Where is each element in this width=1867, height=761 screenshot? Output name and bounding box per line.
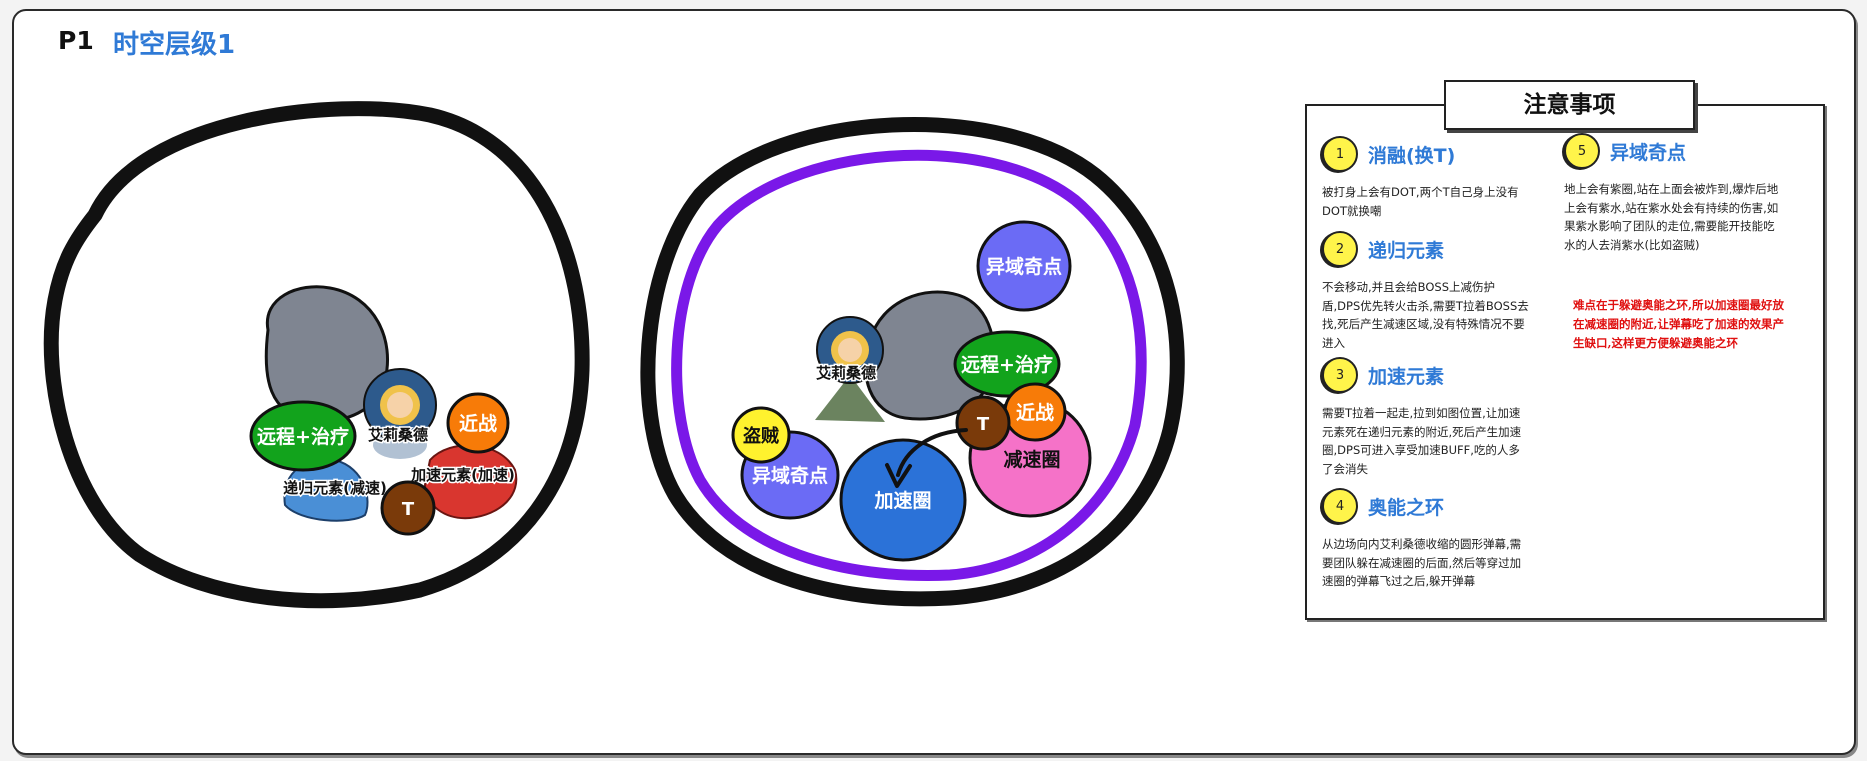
boss-portrait-left xyxy=(363,368,437,442)
note-title: 奥能之环 xyxy=(1368,496,1445,519)
haste-zone-marker xyxy=(839,438,967,562)
boss-label-left: 艾莉桑德 xyxy=(368,426,428,444)
slow-zone-label: 减速圈 xyxy=(1003,448,1060,471)
note-body: 被打身上会有DOT,两个T自己身上没有DOT就换嘲 xyxy=(1322,185,1519,218)
notes-title: 注意事项 xyxy=(1444,80,1695,130)
note-4: 4 奥能之环 从边场向内艾利桑德收缩的圆形弹幕,需要团队躲在减速圈的后面,然后等… xyxy=(1322,487,1530,591)
melee-label-right: 近战 xyxy=(1016,402,1054,424)
anomaly-top-marker xyxy=(976,220,1072,312)
tank-label-right: T xyxy=(977,414,990,435)
ranged-heal-marker-left xyxy=(249,400,357,472)
note-number-badge: 4 xyxy=(1322,488,1358,524)
note-2: 2 递归元素 不会移动,并且会给BOSS上减伤护盾,DPS优先转火击杀,需要T拉… xyxy=(1322,230,1530,352)
thief-marker xyxy=(731,406,791,464)
melee-label-left: 近战 xyxy=(459,413,497,435)
note-body: 不会移动,并且会给BOSS上减伤护盾,DPS优先转火击杀,需要T拉着BOSS去找… xyxy=(1322,280,1529,350)
note-1: 1 消融(换T) 被打身上会有DOT,两个T自己身上没有DOT就换嘲 xyxy=(1322,135,1530,220)
note-body: 从边场向内艾利桑德收缩的圆形弹幕,需要团队躲在减速圈的后面,然后等穿过加速圈的弹… xyxy=(1322,537,1522,588)
arena-right-ring xyxy=(640,116,1185,607)
note-3: 3 加速元素 需要T拉着一起走,拉到如图位置,让加速元素死在递归元素的附近,死后… xyxy=(1322,356,1530,478)
melee-marker-left xyxy=(446,392,510,454)
note-number-badge: 5 xyxy=(1564,133,1600,169)
ranged-heal-label-left: 远程+治疗 xyxy=(257,425,349,448)
tank-label-left: T xyxy=(402,499,415,520)
note-body: 地上会有紫圈,站在上面会被炸到,爆炸后地上会有紫水,站在紫水处会有持续的伤害,如… xyxy=(1564,182,1779,252)
return-element-label-left: 递归元素(减速) xyxy=(283,479,387,497)
notes-panel xyxy=(1305,104,1825,620)
note-body: 需要T拉着一起走,拉到如图位置,让加速元素死在递归元素的附近,死后产生加速圈,D… xyxy=(1322,406,1522,476)
note-title: 递归元素 xyxy=(1368,239,1445,262)
arena-right-purple-ring xyxy=(671,149,1147,581)
haste-move-arrow xyxy=(896,428,968,477)
section-label: P1 xyxy=(58,26,94,55)
note-5: 5 异域奇点 地上会有紫圈,站在上面会被炸到,爆炸后地上会有紫水,站在紫水处会有… xyxy=(1564,132,1786,254)
difficulty-warning: 难点在于躲避奥能之环,所以加速圈最好放在减速圈的附近,让弹幕吃了加速的效果产生缺… xyxy=(1573,298,1785,350)
note-number-badge: 1 xyxy=(1322,136,1358,172)
arena-left-ring xyxy=(43,101,590,609)
boss-portrait-right xyxy=(815,316,885,422)
thief-label: 盗贼 xyxy=(743,425,779,447)
ranged-heal-label-right: 远程+治疗 xyxy=(961,353,1053,376)
arena-left: 远程+治疗 艾莉桑德 近战 递归元素(减速) 加速元素(加速) T xyxy=(43,101,590,609)
tank-marker-left xyxy=(380,480,436,536)
ranged-heal-marker-right xyxy=(953,330,1061,398)
haste-zone-label: 加速圈 xyxy=(873,489,931,512)
note-number-badge: 3 xyxy=(1322,357,1358,393)
anomaly-left-label: 异域奇点 xyxy=(752,464,828,487)
boss-label-right: 艾莉桑德 xyxy=(816,364,876,382)
arena-right: 异域奇点 异域奇点 减速圈 加速圈 艾莉桑德 远程+治疗 近战 T 盗贼 xyxy=(640,116,1185,607)
haste-move-arrowhead xyxy=(885,463,912,488)
anomaly-top-label: 异域奇点 xyxy=(986,255,1062,278)
note-number-badge: 2 xyxy=(1322,231,1358,267)
note-title: 加速元素 xyxy=(1368,365,1445,388)
note-title: 异域奇点 xyxy=(1610,141,1687,164)
page-title: 时空层级1 xyxy=(113,30,236,60)
note-title: 消融(换T) xyxy=(1368,144,1456,167)
tank-marker-right xyxy=(955,395,1011,451)
haste-element-label-left: 加速元素(加速) xyxy=(410,466,515,484)
